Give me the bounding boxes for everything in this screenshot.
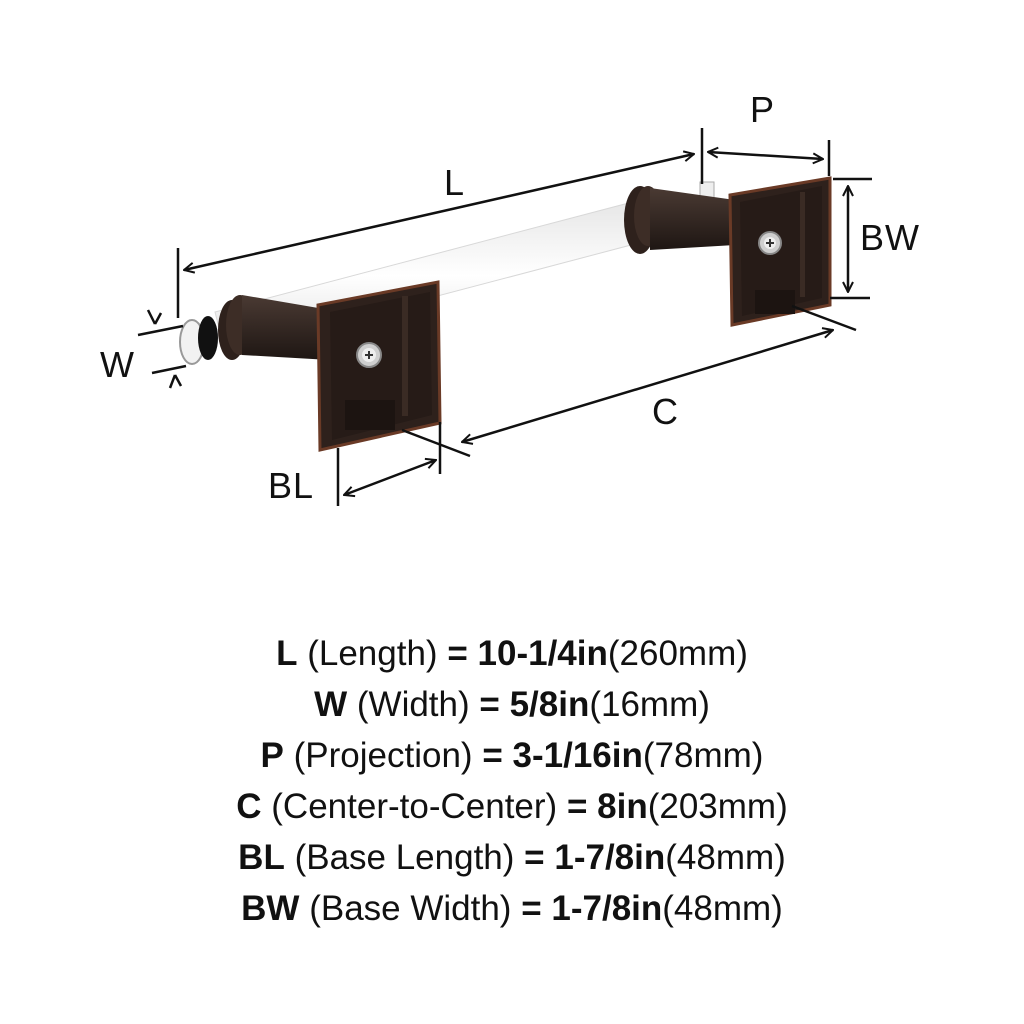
spec-inches: 3-1/16in [512, 736, 643, 775]
width-arrow-top [146, 309, 163, 325]
spec-equals: = [566, 787, 588, 826]
dimension-label-center: C [652, 391, 679, 432]
spec-code: C [236, 787, 262, 826]
spec-equals: = [479, 685, 500, 724]
spec-row-projection: P (Projection) = 3-1/16in(78mm) [0, 730, 1024, 781]
spec-inches: 1-7/8in [554, 838, 666, 877]
length-arrow [184, 154, 694, 270]
spec-mm: (16mm) [589, 685, 710, 724]
dimension-spec-list: L (Length) = 10-1/4in(260mm) W (Width) =… [0, 628, 1024, 934]
center-extension-left [401, 428, 471, 458]
base-length-arrow [344, 460, 436, 495]
spec-inches: 10-1/4in [477, 634, 608, 673]
spec-code: BL [238, 838, 285, 877]
projection-arrow [708, 152, 823, 159]
spec-equals: = [521, 889, 542, 928]
spec-name: (Length) [307, 634, 438, 673]
center-extension-right [791, 304, 857, 332]
spec-mm: (260mm) [607, 634, 748, 673]
width-extension-bottom [151, 364, 187, 375]
spec-row-base-length: BL (Base Length) = 1-7/8in(48mm) [0, 832, 1024, 883]
spec-code: W [314, 685, 348, 724]
center-arrow [462, 330, 833, 442]
product-dimension-diagram: L P BW W C BL [100, 89, 920, 506]
dimension-lines [137, 128, 872, 506]
spec-row-base-width: BW (Base Width) = 1-7/8in(48mm) [0, 883, 1024, 934]
left-base-plate [316, 280, 442, 452]
spec-row-center-to-center: C (Center-to-Center) = 8in(203mm) [0, 781, 1024, 832]
spec-mm: (48mm) [665, 838, 786, 877]
dimension-label-width: W [100, 344, 135, 385]
spec-equals: = [524, 838, 545, 877]
spec-mm: (203mm) [647, 787, 788, 826]
spec-code: BW [241, 889, 300, 928]
width-arrow-bottom [168, 374, 183, 389]
spec-mm: (48mm) [662, 889, 783, 928]
spec-code: P [260, 736, 284, 775]
spec-equals: = [447, 634, 468, 673]
spec-inches: 5/8in [509, 685, 590, 724]
spec-equals: = [482, 736, 503, 775]
spec-code: L [276, 634, 298, 673]
spec-name: (Width) [356, 685, 470, 724]
spec-name: (Base Length) [294, 838, 515, 877]
right-end-cap [624, 181, 735, 254]
left-end-cap [179, 295, 330, 365]
spec-inches: 1-7/8in [551, 889, 663, 928]
dimension-label-length: L [444, 162, 465, 203]
cabinet-pull-illustration [179, 176, 832, 452]
right-base-plate [728, 176, 832, 327]
spec-row-width: W (Width) = 5/8in(16mm) [0, 679, 1024, 730]
spec-row-length: L (Length) = 10-1/4in(260mm) [0, 628, 1024, 679]
spec-name: (Base Width) [309, 889, 512, 928]
spec-mm: (78mm) [642, 736, 764, 775]
dimension-label-base-width: BW [860, 217, 920, 258]
spec-name: (Projection) [293, 736, 473, 775]
spec-name: (Center-to-Center) [271, 787, 558, 826]
width-extension-top [137, 324, 184, 337]
spec-inches: 8in [597, 787, 648, 826]
dimension-label-projection: P [750, 89, 775, 130]
dimension-label-base-length: BL [268, 465, 314, 506]
